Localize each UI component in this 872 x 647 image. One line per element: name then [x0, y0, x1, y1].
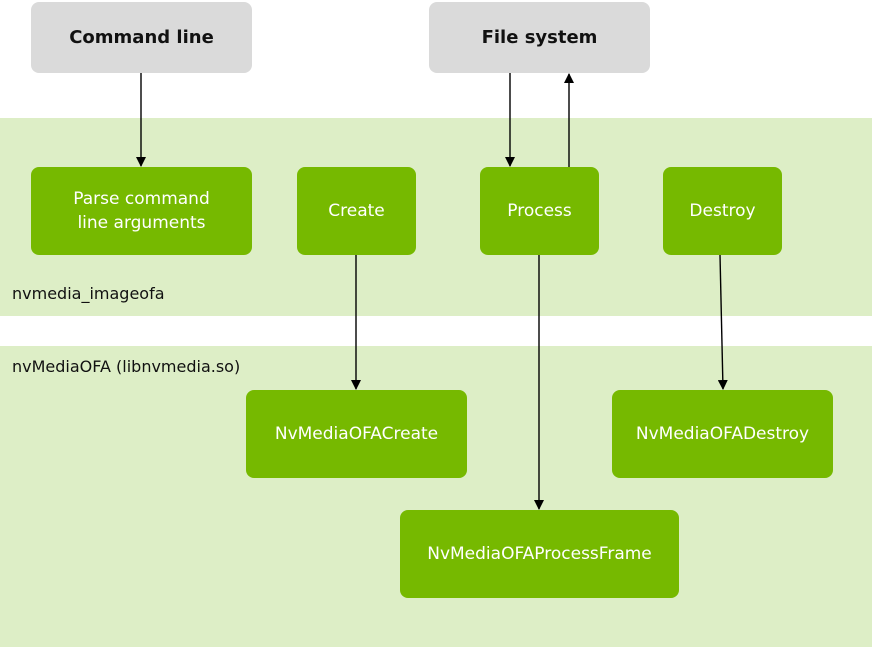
app-layer-label: nvmedia_imageofa [12, 284, 165, 303]
lib-layer-label: nvMediaOFA (libnvmedia.so) [12, 357, 241, 376]
file-system-node: File system [429, 2, 650, 73]
ofa-destroy-node: NvMediaOFADestroy [612, 390, 833, 478]
create-node: Create [297, 167, 416, 255]
destroy-node: Destroy [663, 167, 782, 255]
process-node: Process [480, 167, 599, 255]
command-line-node: Command line [31, 2, 252, 73]
ofa-process-frame-node: NvMediaOFAProcessFrame [400, 510, 679, 598]
ofa-create-node: NvMediaOFACreate [246, 390, 467, 478]
arrow-destroy-to-ofadestroy [717, 254, 728, 390]
parse-args-node: Parse command line arguments [31, 167, 252, 255]
